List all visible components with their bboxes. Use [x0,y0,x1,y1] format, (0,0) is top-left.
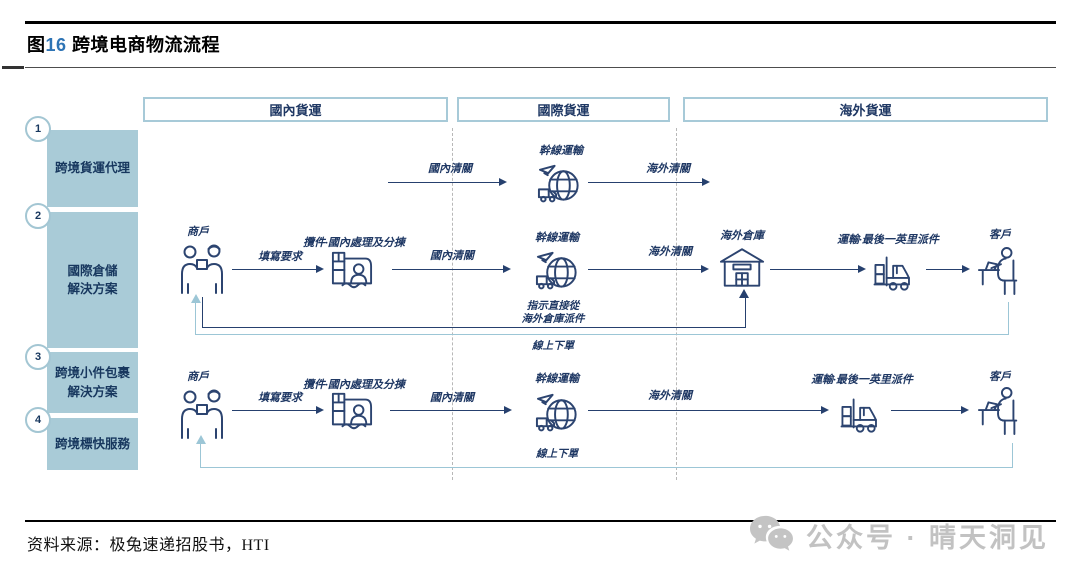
step-badge-1: 1 [25,116,51,142]
column-label: 國內貨運 [269,103,322,118]
title-rule-tab [2,66,24,69]
figure-title-text: 跨境电商物流流程 [66,35,221,55]
row3-trunk-transport-label: 幹線運輸 [535,373,579,385]
row3-customer-label: 客戶 [989,371,1011,383]
trunk-transport-icon [534,388,581,435]
step-badge-3: 3 [25,344,51,370]
sidebar-label: 國際倉儲 解決方案 [67,263,118,296]
row3-domestic-clearance-label: 國內清關 [430,392,474,404]
watermark-text: 公众号 · 晴天洞见 [806,522,1049,553]
row2-online-order-path [195,302,1009,335]
wechat-icon [750,515,793,551]
title-rule [25,67,1056,68]
forklift-icon [839,392,885,433]
row3-online-order-path [200,443,1013,468]
column-international-freight: 國際貨運 [457,97,670,122]
pickup-sorting-icon [329,390,375,432]
row2-arrow-domestic-clearance [392,265,511,274]
column-domestic-freight: 國內貨運 [143,97,448,122]
column-overseas-freight: 海外貨運 [683,97,1048,122]
sidebar-item-warehousing-solutions: 國際倉儲 解決方案 [47,212,138,348]
row3-arrow-domestic-clearance [390,406,512,415]
row2-trunk-transport-label: 幹線運輸 [535,232,579,244]
row2-online-order-arrowhead [191,294,201,303]
sidebar-item-freight-agency: 跨境貨運代理 [47,130,138,207]
row2-overseas-clearance-label: 海外清關 [648,246,692,258]
row2-domestic-clearance-label: 國內清關 [430,250,474,262]
row3-online-order-arrowhead [196,435,206,444]
row2-direct-dispatch-arrowhead [739,289,749,298]
customer-icon [977,386,1023,436]
row3-overseas-clearance-label: 海外清關 [648,390,692,402]
row2-direct-dispatch-label: 指示直接從 海外倉庫派件 [521,301,585,326]
step-number: 4 [34,414,42,426]
row2-arrow-fill-request [232,265,324,274]
step-badge-2: 2 [25,203,51,229]
row1-arrow-domestic-clearance [388,178,507,187]
row2-fill-request-label: 填寫要求 [258,251,302,263]
row3-arrow-fill-request [232,406,324,415]
row2-arrow-to-customer [926,265,970,274]
step-number: 1 [34,123,42,135]
row1-trunk-transport-label: 幹線運輸 [539,145,583,157]
figure-number: 16 [45,35,67,55]
row2-last-mile-label: 運輸·最後一英里派件 [837,234,939,246]
row2-direct-dispatch-path [202,297,746,328]
sidebar-item-express-service: 跨境標快服務 [47,418,138,470]
row2-online-order-label: 線上下單 [532,341,574,352]
row2-customer-label: 客戶 [989,229,1011,241]
pickup-sorting-icon [329,249,375,291]
merchant-icon [178,388,226,440]
customer-icon [977,246,1023,296]
merchant-icon [178,243,226,295]
row3-arrow-to-customer [891,406,969,415]
row3-pickup-sort-label: 攬件·國內處理及分揀 [303,379,405,391]
column-label: 海外貨運 [839,103,892,118]
trunk-transport-icon [534,246,581,293]
step-badge-4: 4 [25,407,51,433]
row2-pickup-sort-label: 攬件·國內處理及分揀 [303,237,405,249]
sidebar-label: 跨境小件包裹 解決方案 [54,366,130,399]
row2-overseas-warehouse-label: 海外倉庫 [720,230,764,242]
row1-domestic-clearance-label: 國內清關 [428,163,472,175]
row3-online-order-label: 線上下單 [536,449,578,460]
source-note: 资料来源：极兔速递招股书，HTI [27,537,270,554]
forklift-icon [872,250,918,291]
row2-merchant-label: 商戶 [187,226,209,238]
sidebar-item-parcel-solutions: 跨境小件包裹 解決方案 [47,352,138,413]
row3-arrow-overseas-clearance [588,406,829,415]
figure-title: 图16 跨境电商物流流程 [27,31,220,57]
overseas-warehouse-icon [719,245,765,288]
figure-word: 图 [27,35,46,55]
row1-overseas-clearance-label: 海外清關 [646,163,690,175]
footer-rule [25,520,1056,522]
row2-arrow-to-lastmile [770,265,866,274]
step-number: 2 [34,210,42,222]
row3-merchant-label: 商戶 [187,371,209,383]
column-divider-1 [452,128,453,480]
top-rule [25,21,1056,24]
sidebar-label: 跨境貨運代理 [54,161,130,176]
row3-fill-request-label: 填寫要求 [258,392,302,404]
row1-arrow-overseas-clearance [588,178,710,187]
row3-last-mile-label: 運輸·最後一英里派件 [811,374,913,386]
sidebar-label: 跨境標快服務 [54,436,130,451]
row2-arrow-overseas-clearance [588,265,709,274]
trunk-transport-icon [536,159,583,206]
column-label: 國際貨運 [537,103,590,118]
column-divider-2 [676,128,677,480]
watermark: 公众号 · 晴天洞见 [748,514,1049,556]
step-number: 3 [34,351,42,363]
